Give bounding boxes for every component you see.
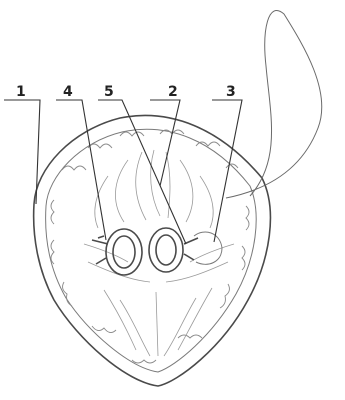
right-lobe (194, 232, 222, 264)
specimen-outline (34, 116, 271, 387)
right-ring (149, 228, 198, 272)
label-2: 2 (168, 84, 178, 100)
label-1: 1 (16, 84, 26, 100)
leader-lines (4, 100, 242, 244)
label-5: 5 (104, 84, 114, 100)
label-3: 3 (226, 84, 236, 100)
left-ring (92, 229, 142, 275)
leader-1 (4, 100, 40, 204)
suture-thread (226, 10, 322, 198)
label-4: 4 (63, 84, 73, 100)
leader-5 (98, 100, 186, 244)
leader-4 (56, 100, 106, 240)
